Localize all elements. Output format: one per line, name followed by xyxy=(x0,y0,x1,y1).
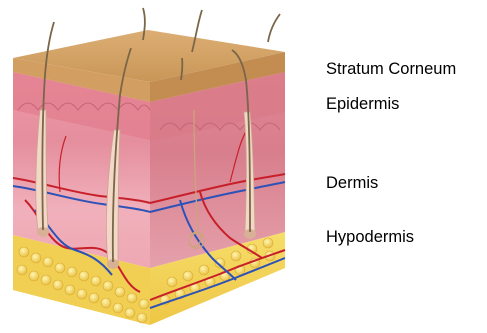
label-dermis: Dermis xyxy=(326,173,378,193)
label-hypodermis: Hypodermis xyxy=(326,227,414,247)
label-epidermis: Epidermis xyxy=(326,94,399,114)
front-face xyxy=(13,72,150,268)
hair-shaft-7 xyxy=(268,14,280,42)
hair-shaft-4 xyxy=(143,8,145,40)
label-stratum-corneum: Stratum Corneum xyxy=(326,59,456,79)
